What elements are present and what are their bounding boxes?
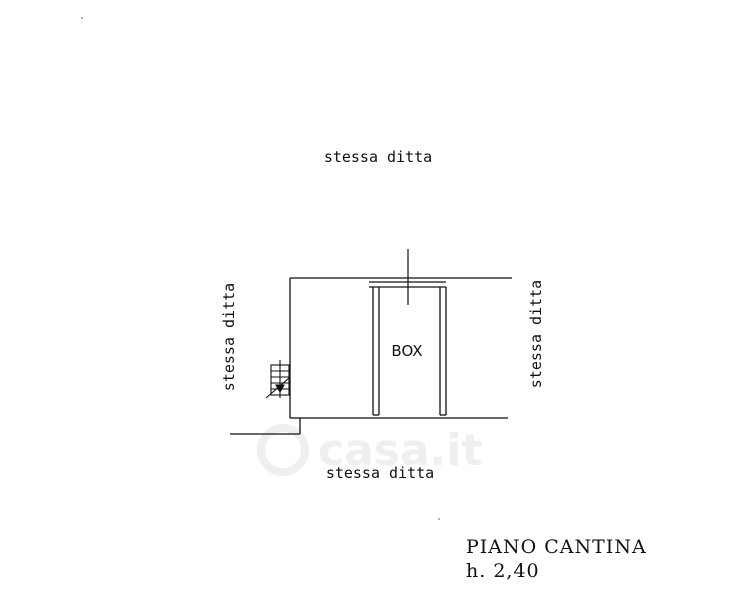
stray-mark: [438, 518, 440, 520]
title-block: PIANO CANTINA h. 2,40: [466, 535, 647, 583]
label-top-neighbor: stessa ditta: [324, 148, 432, 166]
label-right-neighbor: stessa ditta: [527, 280, 545, 388]
watermark-text: casa.it: [318, 425, 482, 476]
floor-name: PIANO CANTINA: [466, 536, 647, 558]
staircase-icon: [265, 360, 290, 399]
outer-walls: [230, 277, 512, 435]
label-left-neighbor: stessa ditta: [220, 283, 238, 391]
box-room: [369, 281, 447, 416]
room-label-box: BOX: [391, 342, 422, 360]
ceiling-height: h. 2,40: [466, 560, 540, 582]
watermark: casa.it: [257, 424, 482, 476]
stray-mark: [81, 17, 83, 19]
watermark-logo-icon: [257, 424, 309, 476]
label-bottom-neighbor: stessa ditta: [326, 464, 434, 482]
